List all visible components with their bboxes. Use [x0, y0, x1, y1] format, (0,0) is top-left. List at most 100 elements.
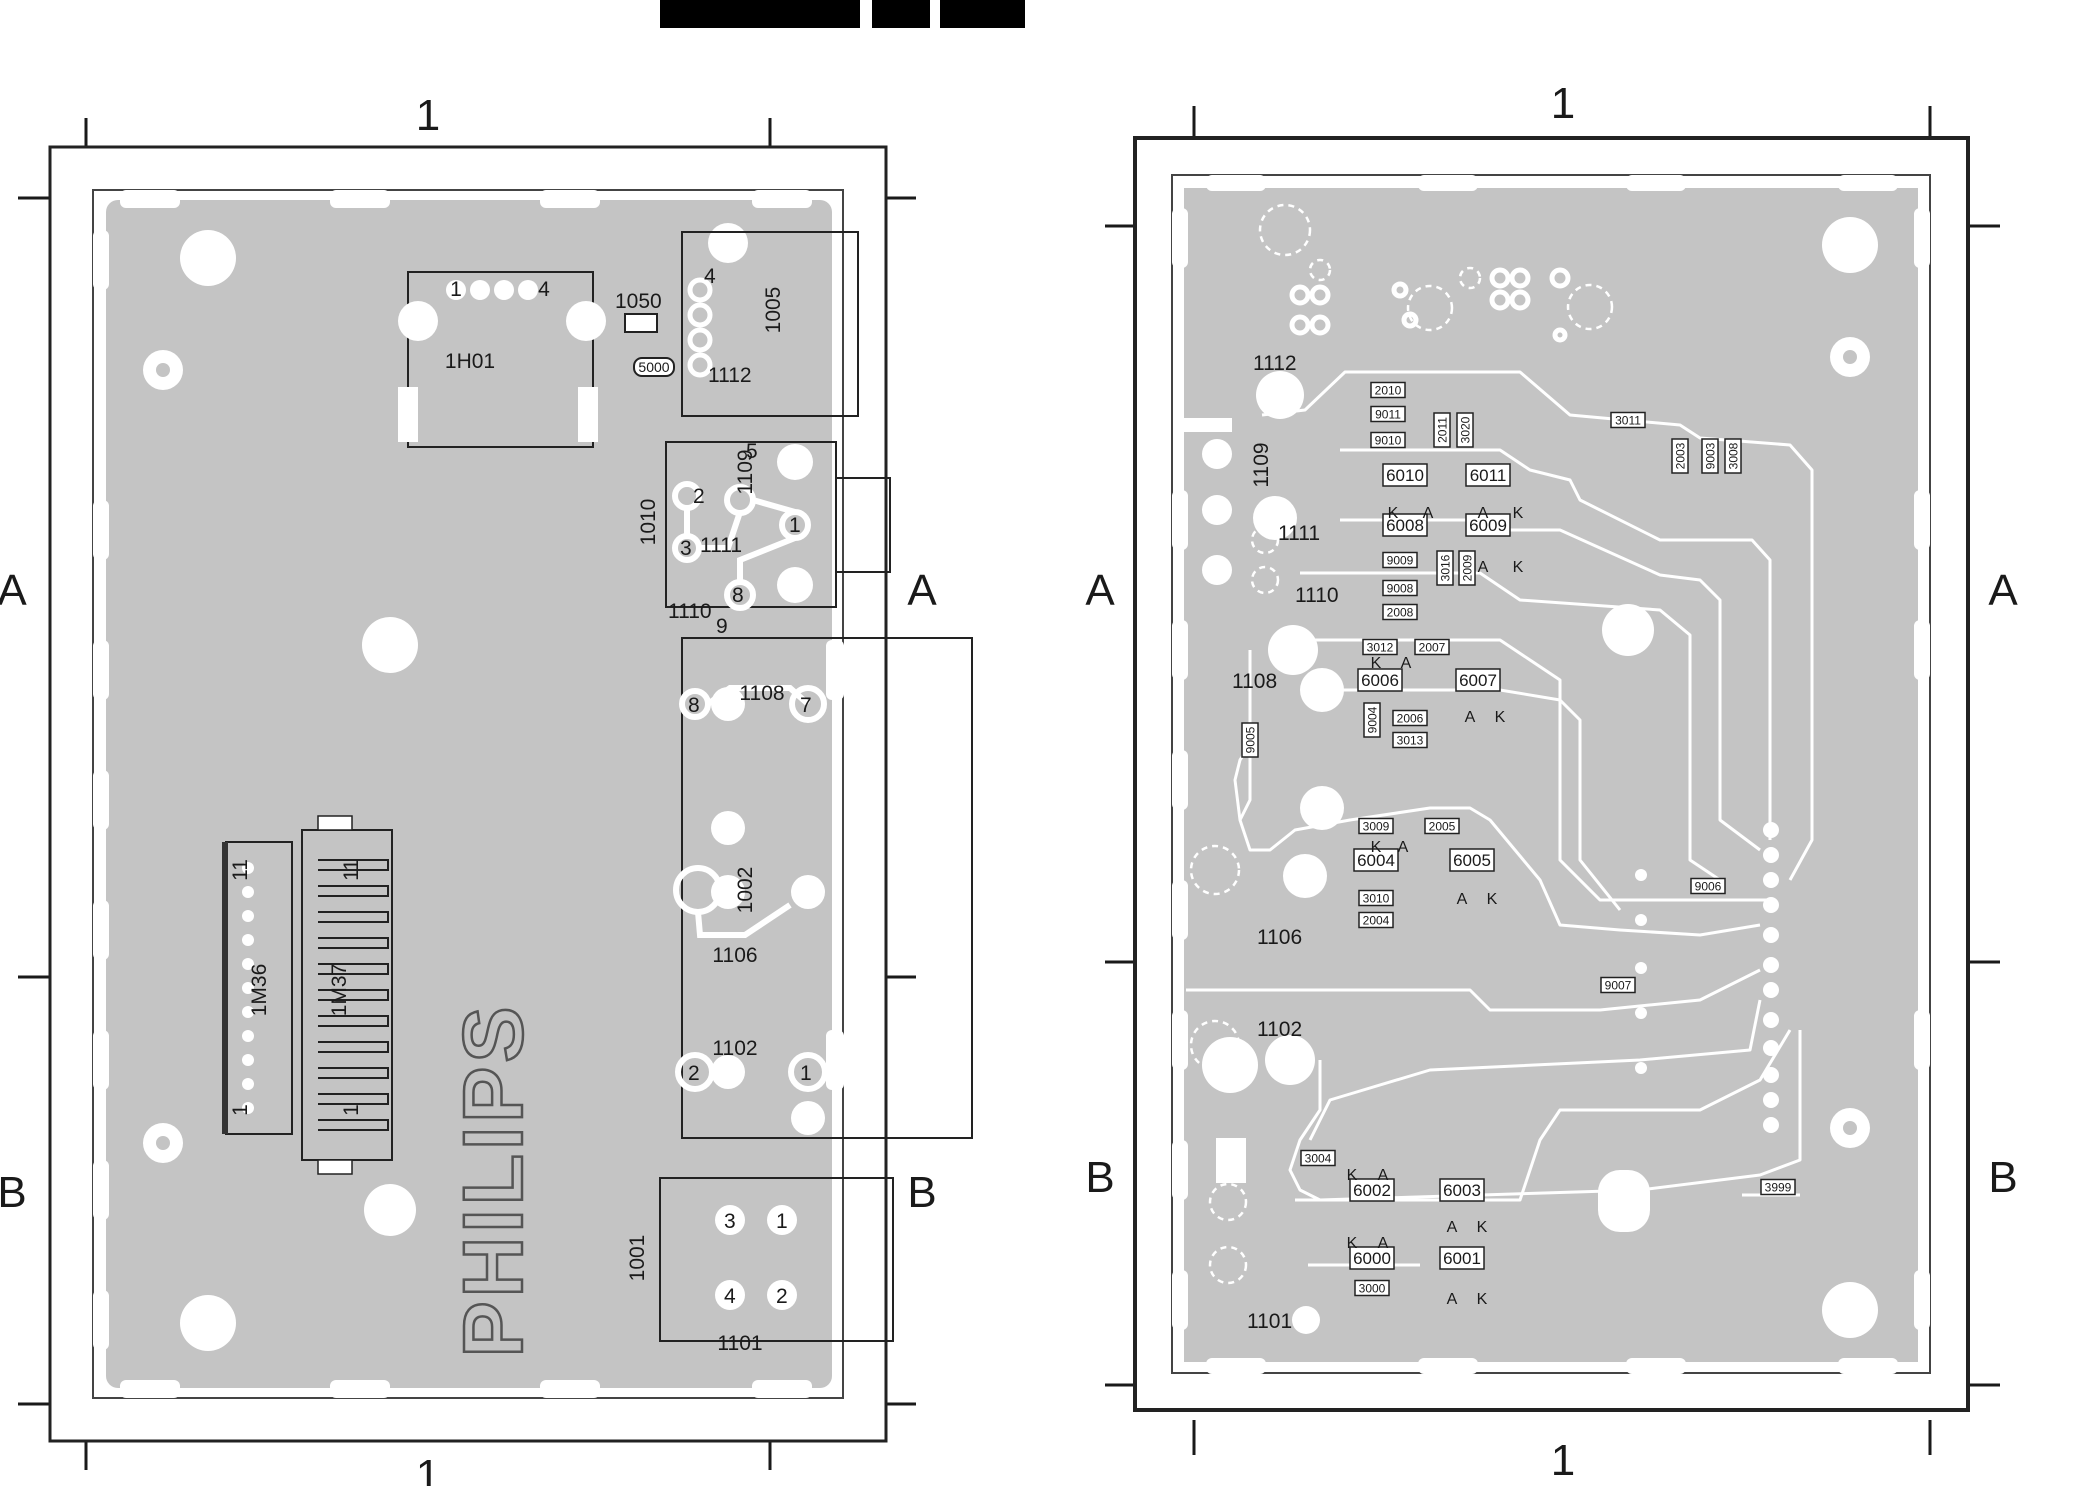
- part-3010: 3010: [1358, 889, 1394, 907]
- label-1m37: 1M37: [328, 964, 351, 1017]
- connector-finger: [318, 911, 389, 923]
- left-copper-area: [106, 200, 832, 1388]
- grid-row-a-4: A: [1988, 566, 2018, 615]
- part-label: 9006: [1695, 879, 1722, 893]
- polarity-k: K: [1477, 1219, 1488, 1236]
- pin-1005-4: 4: [704, 265, 716, 288]
- pin-1m37-11: 11: [340, 859, 363, 881]
- part-label: 2003: [1673, 442, 1687, 469]
- part-9008: 9008: [1382, 579, 1418, 597]
- part-label: 2007: [1419, 640, 1446, 654]
- grid-row-a-3: A: [1085, 566, 1115, 615]
- part-label: 3999: [1765, 1180, 1792, 1194]
- label-1106-right: 1106: [1257, 926, 1302, 949]
- part-label: 9011: [1375, 407, 1401, 421]
- header-block-2: [872, 0, 930, 28]
- polarity-k: K: [1371, 655, 1382, 672]
- part-9011: 9011: [1370, 405, 1406, 423]
- part-label: 3013: [1397, 733, 1424, 747]
- part-label: 2011: [1435, 417, 1449, 443]
- grid-col-bottom-left: 1: [416, 1451, 440, 1486]
- part-label: 2009: [1460, 554, 1474, 581]
- pin-1102-2: 2: [688, 1062, 700, 1085]
- part-label: 3000: [1359, 1281, 1386, 1295]
- connector-finger: [318, 937, 389, 949]
- part-label: 6006: [1361, 671, 1399, 690]
- part-3011: 3011: [1610, 411, 1646, 429]
- right-copper-area: [1184, 188, 1918, 1362]
- part-6006: 6006: [1357, 668, 1403, 692]
- header-block-1: [660, 0, 860, 28]
- part-2009: 2009: [1458, 550, 1476, 586]
- part-label: 6005: [1453, 851, 1491, 870]
- part-label: 2006: [1397, 711, 1424, 725]
- label-1108-left: 1108: [739, 682, 784, 705]
- pin-1001-1: 1: [776, 1210, 788, 1233]
- part-2005: 2005: [1424, 817, 1460, 835]
- polarity-k: K: [1388, 505, 1399, 522]
- part-label: 6008: [1386, 516, 1424, 535]
- connector-pad: [242, 1030, 254, 1042]
- part-6003: 6003: [1439, 1178, 1485, 1202]
- part-label: 6003: [1443, 1181, 1481, 1200]
- label-1106-left: 1106: [712, 944, 757, 967]
- part-label: 9008: [1387, 581, 1414, 595]
- part-6009: 6009: [1465, 513, 1511, 537]
- part-3020: 3020: [1456, 412, 1474, 448]
- polarity-a: A: [1401, 655, 1412, 672]
- part-6002: 6002: [1349, 1178, 1395, 1202]
- part-9010: 9010: [1370, 431, 1406, 449]
- part-label: 2008: [1387, 605, 1414, 619]
- part-3999: 3999: [1760, 1178, 1796, 1196]
- connector-finger: [318, 1093, 389, 1105]
- label-1112-left: 1112: [708, 364, 752, 387]
- polarity-k: K: [1477, 1291, 1488, 1308]
- connector-finger: [318, 1067, 389, 1079]
- pin-1m37-1: 1: [340, 1104, 363, 1116]
- header-block-3: [940, 0, 1025, 28]
- label-1050: 1050: [615, 290, 662, 313]
- connector-finger: [318, 885, 389, 897]
- part-2004: 2004: [1358, 911, 1394, 929]
- label-1102-left: 1102: [712, 1037, 757, 1060]
- part-6010: 6010: [1382, 463, 1428, 487]
- part-3016: 3016: [1436, 550, 1454, 586]
- pin-1h01-4: 4: [538, 278, 550, 301]
- part-2011: 2011: [1433, 412, 1451, 448]
- connector-finger: [318, 859, 389, 871]
- pin-1108-8: 8: [688, 694, 700, 717]
- part-label: 3020: [1458, 416, 1472, 443]
- part-9007: 9007: [1600, 976, 1636, 994]
- label-5000: 5000: [638, 359, 669, 375]
- part-label: 6007: [1459, 671, 1497, 690]
- connector-finger: [318, 1041, 389, 1053]
- connector-pad: [242, 934, 254, 946]
- grid-row-b-4: B: [1988, 1153, 2017, 1202]
- part-3009: 3009: [1358, 817, 1394, 835]
- part-9009: 9009: [1382, 551, 1418, 569]
- part-9006: 9006: [1690, 877, 1726, 895]
- label-1001: 1001: [626, 1235, 649, 1282]
- pin-1m36-11: 11: [229, 859, 252, 881]
- part-3004: 3004: [1300, 1149, 1336, 1167]
- polarity-a: A: [1378, 1167, 1389, 1184]
- part-label: 2004: [1363, 913, 1390, 927]
- pin-1102-1: 1: [800, 1062, 812, 1085]
- polarity-k: K: [1487, 891, 1498, 908]
- part-9003: 9003: [1701, 438, 1719, 474]
- polarity-a: A: [1465, 709, 1476, 726]
- label-1111-left: 1111: [700, 534, 742, 557]
- connector-pad: [242, 982, 254, 994]
- label-1005: 1005: [762, 287, 785, 334]
- right-traces: [1186, 370, 1814, 1267]
- part-label: 6000: [1353, 1249, 1391, 1268]
- polarity-k: K: [1513, 505, 1524, 522]
- part-label: 3008: [1726, 442, 1740, 469]
- label-1111-right: 1111: [1278, 522, 1320, 545]
- part-2008: 2008: [1382, 603, 1418, 621]
- pin-1010-3: 3: [680, 537, 692, 560]
- grid-col-top-left: 1: [416, 91, 440, 140]
- label-1110-left: 1110: [668, 600, 712, 623]
- polarity-a: A: [1398, 839, 1409, 856]
- connector-pad: [242, 1078, 254, 1090]
